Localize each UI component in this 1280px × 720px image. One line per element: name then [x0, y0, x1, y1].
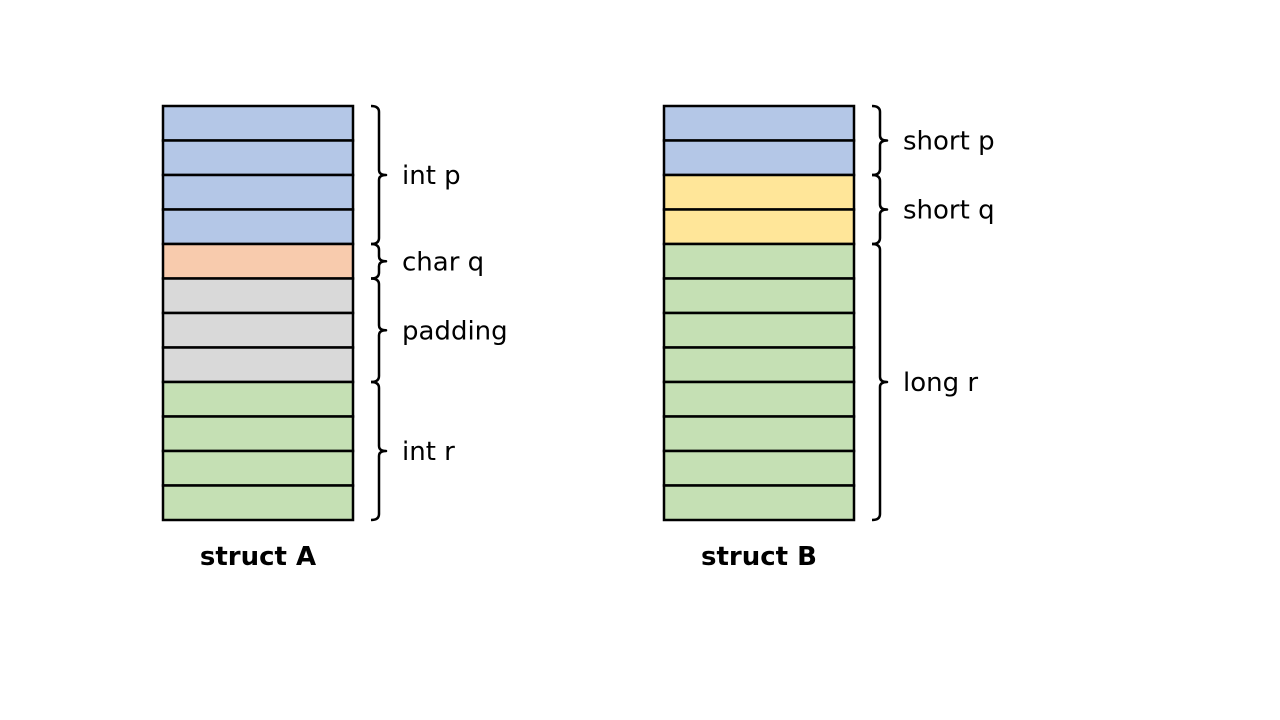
struct-b-field-1-brace — [871, 173, 889, 246]
struct-b-field-0-brace — [871, 104, 889, 177]
struct-b-byte-3 — [662, 208, 856, 246]
struct-a-byte-7 — [161, 346, 355, 384]
struct-a-caption: struct A — [200, 542, 316, 572]
struct-b-byte-4 — [662, 242, 856, 280]
struct-b-group: short p short q long r struct B — [662, 104, 995, 572]
struct-a-field-0-brace — [370, 104, 388, 246]
struct-a-field-2-brace — [370, 277, 388, 384]
struct-a-byte-2 — [161, 173, 355, 211]
struct-b-field-0-label: short p — [903, 127, 995, 157]
struct-a-byte-4 — [161, 242, 355, 280]
struct-b-byte-6 — [662, 311, 856, 349]
struct-a-field-0-label: int p — [402, 161, 461, 191]
struct-a-field-3-brace — [370, 380, 388, 522]
struct-a-byte-8 — [161, 380, 355, 418]
struct-b-field-2-brace — [871, 242, 889, 522]
struct-b-byte-1 — [662, 139, 856, 177]
struct-b-byte-11 — [662, 484, 856, 522]
struct-b-byte-9 — [662, 415, 856, 453]
struct-b-byte-0 — [662, 104, 856, 142]
struct-a-byte-10 — [161, 449, 355, 487]
struct-a-byte-9 — [161, 415, 355, 453]
struct-a-byte-6 — [161, 311, 355, 349]
struct-a-byte-5 — [161, 277, 355, 315]
struct-b-field-2-label: long r — [903, 368, 978, 398]
struct-b-byte-7 — [662, 346, 856, 384]
struct-b-caption: struct B — [701, 542, 817, 572]
struct-a-field-3-label: int r — [402, 437, 455, 467]
struct-b-byte-2 — [662, 173, 856, 211]
struct-a-byte-11 — [161, 484, 355, 522]
struct-a-byte-1 — [161, 139, 355, 177]
struct-b-byte-10 — [662, 449, 856, 487]
struct-b-field-1-label: short q — [903, 196, 995, 226]
struct-b-byte-8 — [662, 380, 856, 418]
struct-a-group: int p char q padding int r struct A — [161, 104, 508, 572]
struct-a-field-1-brace — [370, 242, 388, 280]
struct-a-field-1-label: char q — [402, 247, 484, 277]
struct-a-byte-0 — [161, 104, 355, 142]
struct-b-byte-5 — [662, 277, 856, 315]
struct-a-field-2-label: padding — [402, 316, 508, 346]
struct-a-byte-3 — [161, 208, 355, 246]
